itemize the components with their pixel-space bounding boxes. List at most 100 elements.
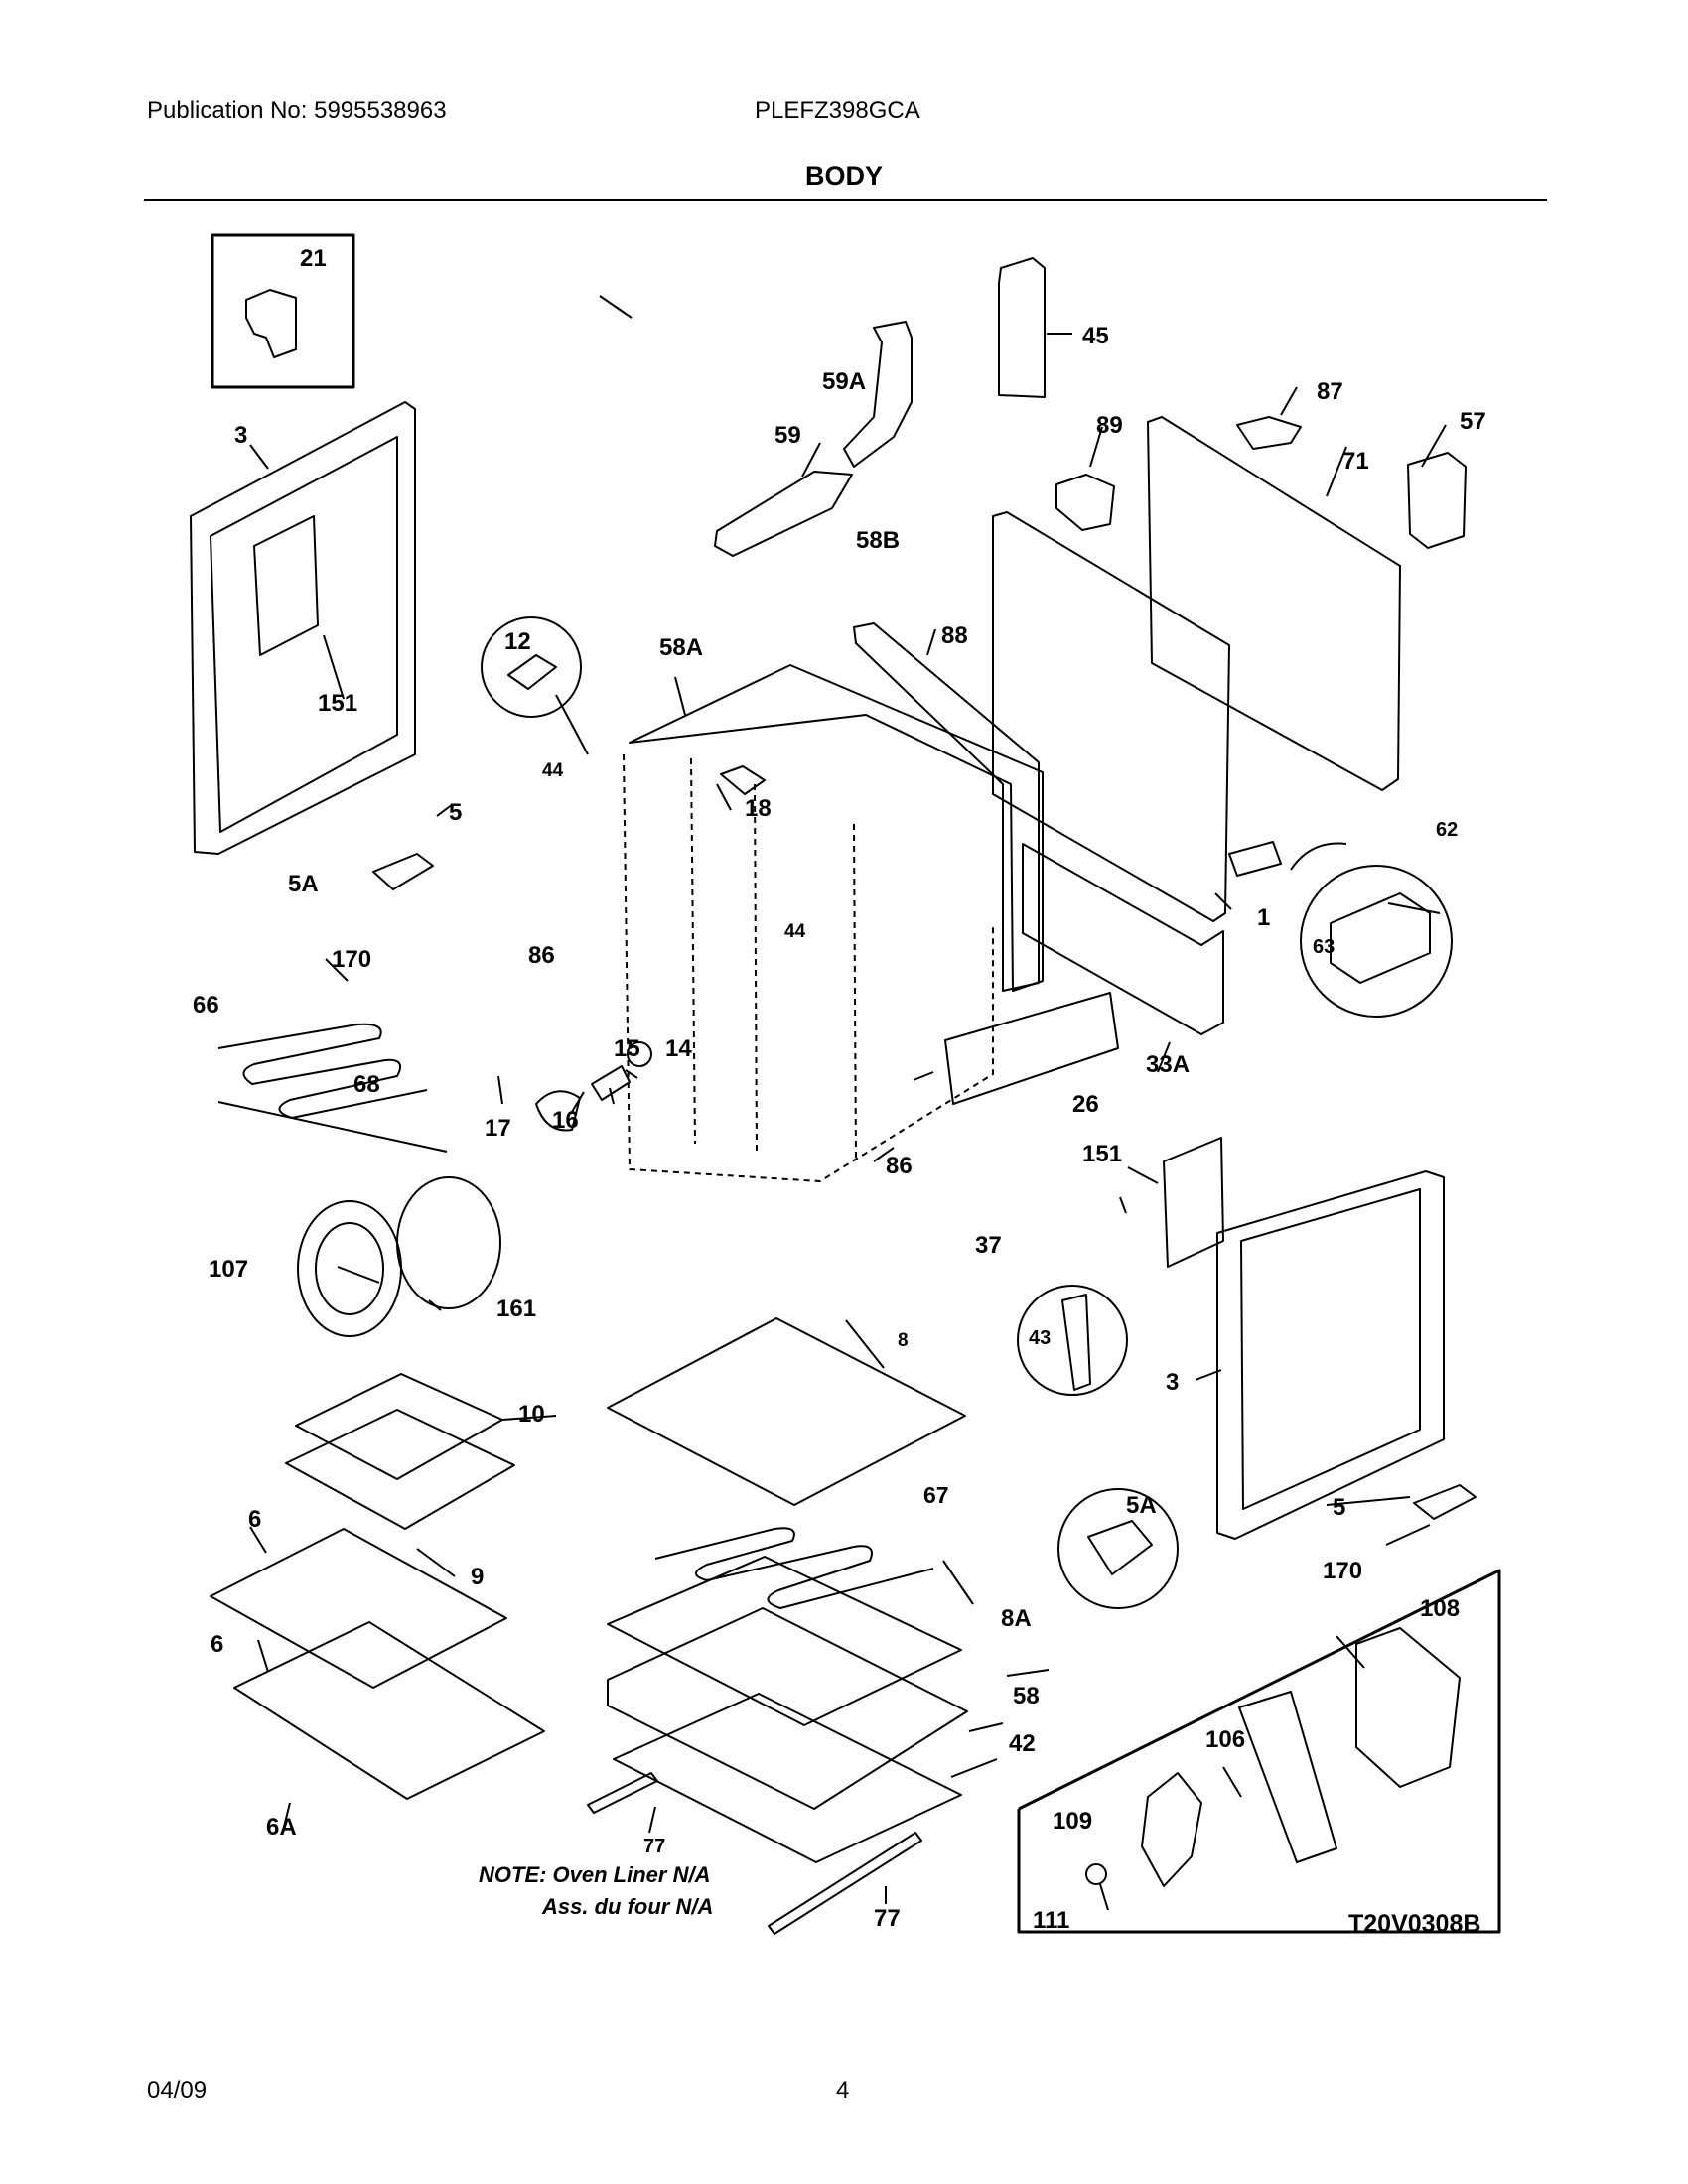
- callout-62: 62: [1436, 819, 1458, 841]
- part-45-bracket: [998, 257, 1046, 398]
- callout-15: 15: [614, 1035, 640, 1062]
- callout-106: 106: [1205, 1726, 1245, 1753]
- note-line-2: Ass. du four N/A: [541, 1894, 713, 1919]
- callout-59: 59: [774, 422, 801, 449]
- callout-5-left: 5: [449, 799, 462, 826]
- callout-33a: 33A: [1146, 1051, 1190, 1078]
- callout-3-left: 3: [234, 422, 247, 449]
- part-71-rear-panel: [1147, 416, 1401, 791]
- callout-5-right: 5: [1333, 1494, 1345, 1521]
- callout-86-left: 86: [528, 942, 555, 969]
- callout-111: 111: [1033, 1907, 1069, 1934]
- callout-89: 89: [1096, 412, 1123, 439]
- callout-1: 1: [1257, 904, 1270, 931]
- callout-109: 109: [1053, 1808, 1092, 1835]
- part-21-inset-box: [211, 233, 355, 389]
- part-33a-rail: [1022, 843, 1224, 1035]
- callout-37: 37: [975, 1232, 1002, 1259]
- part-57-vent: [1407, 452, 1467, 549]
- callout-43: 43: [1029, 1327, 1051, 1349]
- callout-170-left: 170: [332, 946, 371, 973]
- callout-8a: 8A: [1001, 1605, 1032, 1632]
- callout-6-upper: 6: [248, 1506, 261, 1533]
- callout-59a: 59A: [822, 368, 866, 395]
- part-106-fan-bracket: [1238, 1691, 1337, 1863]
- convection-motor-inset-box: [1018, 1569, 1501, 1934]
- part-59a-duct: [843, 321, 913, 468]
- part-43-screw: [1061, 1294, 1091, 1391]
- callout-12: 12: [504, 628, 531, 655]
- part-3-right-side-panel: [1216, 1170, 1445, 1540]
- callout-5a-left: 5A: [288, 871, 319, 897]
- part-109-fan-blade: [1141, 1772, 1202, 1887]
- part-62-detail-circle: [1300, 865, 1453, 1018]
- part-6-oven-rack-lower: [233, 1621, 545, 1800]
- callout-44-left: 44: [542, 760, 564, 781]
- callout-18: 18: [745, 795, 772, 822]
- oven-cavity: [623, 753, 994, 1182]
- part-16-lamp-cover: [535, 1090, 581, 1132]
- diagram-id: T20V0308B: [1348, 1910, 1480, 1938]
- part-151-right-bracket: [1163, 1137, 1224, 1268]
- part-1-back-panel: [992, 511, 1230, 922]
- part-5a-leveler-bracket: [1087, 1520, 1153, 1575]
- callout-6a: 6A: [266, 1814, 297, 1841]
- callout-10: 10: [518, 1401, 545, 1428]
- part-77-slide-right: [768, 1832, 922, 1935]
- callout-161: 161: [496, 1296, 536, 1322]
- callout-151-left: 151: [318, 690, 357, 717]
- part-10-broiler-grid: [295, 1373, 503, 1480]
- model-number: PLEFZ398GCA: [755, 97, 920, 124]
- part-42-bottom-panel: [613, 1693, 962, 1863]
- callout-42: 42: [1009, 1730, 1036, 1757]
- callout-63: 63: [1313, 936, 1335, 958]
- part-8a-bottom-plate: [607, 1556, 962, 1726]
- callout-170-right: 170: [1323, 1558, 1362, 1584]
- part-77-slide-left: [587, 1772, 658, 1814]
- part-107-convection-cover: [297, 1200, 402, 1337]
- part-108-convection-motor: [1355, 1627, 1461, 1788]
- part-151-left-bracket: [253, 515, 319, 656]
- callout-21: 21: [300, 245, 327, 272]
- header-rule: [144, 199, 1547, 201]
- callout-108: 108: [1420, 1595, 1460, 1622]
- callout-66: 66: [193, 992, 219, 1019]
- callout-67: 67: [923, 1482, 949, 1508]
- callout-26: 26: [1072, 1091, 1099, 1118]
- part-66-bake-element: [217, 1023, 428, 1119]
- oven-cavity-ribs: [690, 757, 857, 1162]
- part-5a-detail-circle: [1057, 1488, 1179, 1609]
- part-43-detail-circle: [1017, 1285, 1128, 1396]
- callout-58a: 58A: [659, 634, 703, 661]
- callout-14: 14: [665, 1035, 692, 1062]
- callout-58b: 58B: [856, 527, 900, 554]
- callout-87: 87: [1317, 378, 1343, 405]
- part-18-clip: [720, 765, 766, 795]
- callout-45: 45: [1082, 323, 1109, 349]
- part-67-bake-element: [654, 1527, 934, 1609]
- callout-3-right: 3: [1166, 1369, 1179, 1396]
- part-170-bracket: [372, 853, 434, 890]
- part-3-left-side-panel-inner: [210, 436, 398, 833]
- part-3-left-side-panel: [190, 401, 416, 855]
- part-87-plate: [1236, 416, 1302, 450]
- part-62-arrow: [1290, 842, 1347, 871]
- callout-68: 68: [353, 1071, 380, 1098]
- part-3-right-side-panel-inner: [1240, 1188, 1421, 1510]
- callout-58: 58: [1013, 1683, 1040, 1709]
- callout-8: 8: [898, 1330, 909, 1351]
- part-6-oven-rack-upper: [210, 1528, 507, 1689]
- part-62-terminal-block: [1228, 841, 1282, 877]
- part-21-bracket: [245, 289, 297, 358]
- callout-86-right: 86: [886, 1153, 913, 1179]
- callout-16: 16: [552, 1107, 579, 1134]
- convection-motor-inset-box-bottom: [1017, 1809, 1281, 1934]
- part-12-detail-circle: [481, 616, 582, 718]
- part-9-broiler-pan: [285, 1409, 515, 1530]
- section-title: BODY: [804, 161, 883, 191]
- part-62-terminal-detail: [1330, 892, 1431, 984]
- footer-date: 04/09: [147, 2077, 208, 2104]
- part-68-heat-shield: [217, 1101, 448, 1153]
- callout-151-right: 151: [1082, 1141, 1122, 1167]
- callout-88: 88: [941, 622, 968, 649]
